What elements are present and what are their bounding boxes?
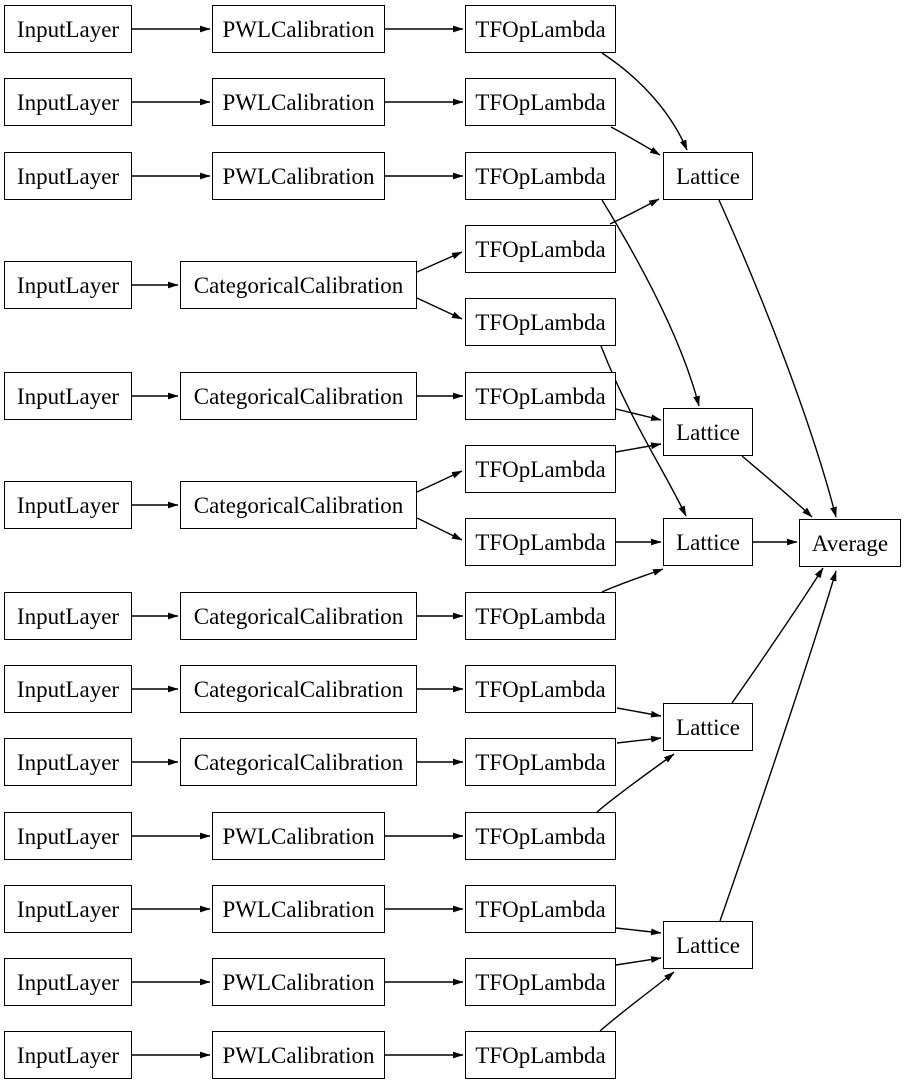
node-lattice-2: Lattice xyxy=(663,408,753,456)
node-lambda-1: TFOpLambda xyxy=(465,5,616,53)
node-pwl-6: PWLCalibration xyxy=(212,958,385,1006)
node-input-10: InputLayer xyxy=(4,812,132,860)
node-lambda-5: TFOpLambda xyxy=(465,298,616,346)
node-input-1: InputLayer xyxy=(4,5,132,53)
node-lambda-2: TFOpLambda xyxy=(465,78,616,126)
node-lattice-4: Lattice xyxy=(663,703,753,751)
edge-lambda-9-to-lattice-3 xyxy=(601,568,664,593)
node-lambda-12: TFOpLambda xyxy=(465,812,616,860)
edge-lattice-4-to-average xyxy=(731,567,824,704)
node-lambda-8: TFOpLambda xyxy=(465,518,616,566)
node-input-4: InputLayer xyxy=(4,261,132,309)
node-lambda-7: TFOpLambda xyxy=(465,445,616,493)
edge-lambda-3-to-lattice-2 xyxy=(601,199,700,407)
node-input-11: InputLayer xyxy=(4,885,132,933)
edge-cat-1-to-lambda-4 xyxy=(416,251,463,273)
edge-lambda-13-to-lattice-5 xyxy=(615,927,662,936)
node-input-9: InputLayer xyxy=(4,738,132,786)
node-cat-1: CategoricalCalibration xyxy=(180,261,417,309)
node-lattice-5: Lattice xyxy=(663,921,753,969)
node-lattice-3: Lattice xyxy=(663,518,753,566)
edge-cat-1-to-lambda-5 xyxy=(416,297,463,320)
node-lambda-10: TFOpLambda xyxy=(465,665,616,713)
edge-lambda-2-to-lattice-1 xyxy=(610,126,661,156)
node-pwl-4: PWLCalibration xyxy=(212,812,385,860)
node-input-12: InputLayer xyxy=(4,958,132,1006)
node-lambda-6: TFOpLambda xyxy=(465,372,616,420)
node-average: Average xyxy=(799,519,901,567)
node-input-8: InputLayer xyxy=(4,665,132,713)
node-cat-3: CategoricalCalibration xyxy=(180,481,417,529)
node-pwl-3: PWLCalibration xyxy=(212,152,385,200)
node-pwl-1: PWLCalibration xyxy=(212,5,385,53)
edge-cat-3-to-lambda-8 xyxy=(416,517,463,541)
node-pwl-5: PWLCalibration xyxy=(212,885,385,933)
node-lattice-1: Lattice xyxy=(663,152,753,200)
node-lambda-13: TFOpLambda xyxy=(465,885,616,933)
node-cat-2: CategoricalCalibration xyxy=(180,372,417,420)
node-lambda-15: TFOpLambda xyxy=(465,1031,616,1079)
node-input-13: InputLayer xyxy=(4,1031,132,1079)
node-lambda-14: TFOpLambda xyxy=(465,958,616,1006)
node-cat-6: CategoricalCalibration xyxy=(180,738,417,786)
node-cat-4: CategoricalCalibration xyxy=(180,592,417,640)
edge-cat-3-to-lambda-7 xyxy=(416,470,463,493)
node-lambda-9: TFOpLambda xyxy=(465,592,616,640)
node-input-7: InputLayer xyxy=(4,592,132,640)
node-input-5: InputLayer xyxy=(4,372,132,420)
edge-lambda-6-to-lattice-2 xyxy=(615,408,662,421)
node-lambda-4: TFOpLambda xyxy=(465,225,616,273)
node-input-3: InputLayer xyxy=(4,152,132,200)
node-cat-5: CategoricalCalibration xyxy=(180,665,417,713)
edge-lambda-4-to-lattice-1 xyxy=(609,198,660,225)
node-pwl-2: PWLCalibration xyxy=(212,78,385,126)
edge-lambda-10-to-lattice-4 xyxy=(616,707,662,718)
node-pwl-7: PWLCalibration xyxy=(212,1031,385,1079)
node-input-6: InputLayer xyxy=(4,481,132,529)
edge-lambda-11-to-lattice-4 xyxy=(616,735,662,744)
node-input-2: InputLayer xyxy=(4,78,132,126)
edge-lattice-2-to-average xyxy=(741,455,813,518)
edge-lattice-1-to-average xyxy=(718,199,837,518)
node-lambda-11: TFOpLambda xyxy=(465,738,616,786)
edge-lambda-7-to-lattice-2 xyxy=(615,442,662,453)
node-lambda-3: TFOpLambda xyxy=(465,152,616,200)
edge-lambda-14-to-lattice-5 xyxy=(615,956,662,966)
